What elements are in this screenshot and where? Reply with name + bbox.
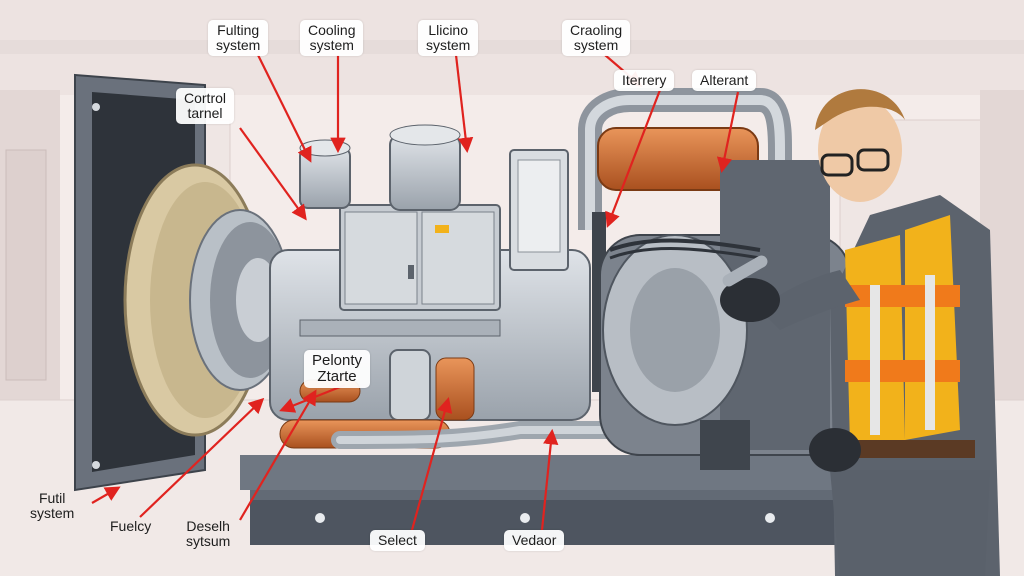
- label-deselh-system: Deselh sytsum: [186, 519, 230, 549]
- arrow-iterrery: [605, 89, 662, 228]
- label-priority-starter-line2: Ztarte: [317, 368, 357, 385]
- label-fuel-system-top-line1: Fulting: [217, 22, 260, 38]
- label-fuelcy-text: Fuelcy: [110, 518, 152, 534]
- label-deselh-line1: Deselh: [186, 518, 230, 534]
- label-iterrery: Iterrery: [614, 70, 675, 91]
- label-alternator-text: Alterant: [700, 72, 749, 88]
- arrow-fuel-bottom: [91, 486, 121, 504]
- label-cooling-system: Cooling system: [300, 20, 364, 56]
- label-fuel-system-bottom: Futil system: [30, 491, 74, 521]
- label-select: Select: [370, 530, 425, 551]
- label-fuel-system-bottom-line1: Futil: [38, 490, 66, 506]
- label-cooling-system-line1: Cooling: [308, 22, 356, 38]
- arrow-vedaor: [540, 428, 559, 531]
- label-iterrery-text: Iterrery: [622, 72, 667, 88]
- label-vedaor: Vedaor: [504, 530, 565, 551]
- arrow-alternator: [716, 91, 740, 174]
- label-alternator: Alterant: [692, 70, 757, 91]
- label-fuelcy: Fuelcy: [110, 519, 151, 534]
- label-lubrication-system: Llicino system: [418, 20, 479, 56]
- arrow-lubrication: [454, 54, 474, 154]
- callout-arrows: [91, 54, 740, 531]
- label-control-panel: Cortrol tarnel: [176, 88, 235, 124]
- label-control-panel-line2: tarnel: [187, 105, 223, 121]
- label-priority-starter: Pelonty Ztarte: [304, 350, 371, 388]
- label-select-text: Select: [378, 532, 417, 548]
- label-lubrication-system-line1: Llicino: [428, 22, 469, 38]
- label-priority-starter-line1: Pelonty: [312, 352, 363, 369]
- label-cooling-system-line2: system: [309, 37, 354, 53]
- label-charging-system-line1: Craoling: [570, 22, 623, 38]
- intake-pipes: [578, 88, 792, 392]
- label-charging-system-line2: system: [573, 37, 619, 53]
- label-fuel-system-top: Fulting system: [208, 20, 269, 56]
- label-fuel-system-top-line2: system: [216, 37, 261, 53]
- technician: [720, 89, 1000, 576]
- arrow-deselh: [239, 389, 317, 521]
- label-charging-system: Craoling system: [562, 20, 631, 56]
- label-lubrication-system-line2: system: [426, 37, 471, 53]
- arrow-control-panel: [239, 127, 307, 221]
- label-vedaor-text: Vedaor: [512, 532, 557, 548]
- label-deselh-line2: sytsum: [186, 533, 231, 549]
- label-fuel-system-bottom-line2: system: [30, 505, 75, 521]
- arrow-fuelcy: [139, 397, 265, 518]
- label-control-panel-line1: Cortrol: [184, 90, 227, 106]
- arrow-select: [410, 397, 453, 531]
- arrow-fuel-top: [257, 54, 312, 163]
